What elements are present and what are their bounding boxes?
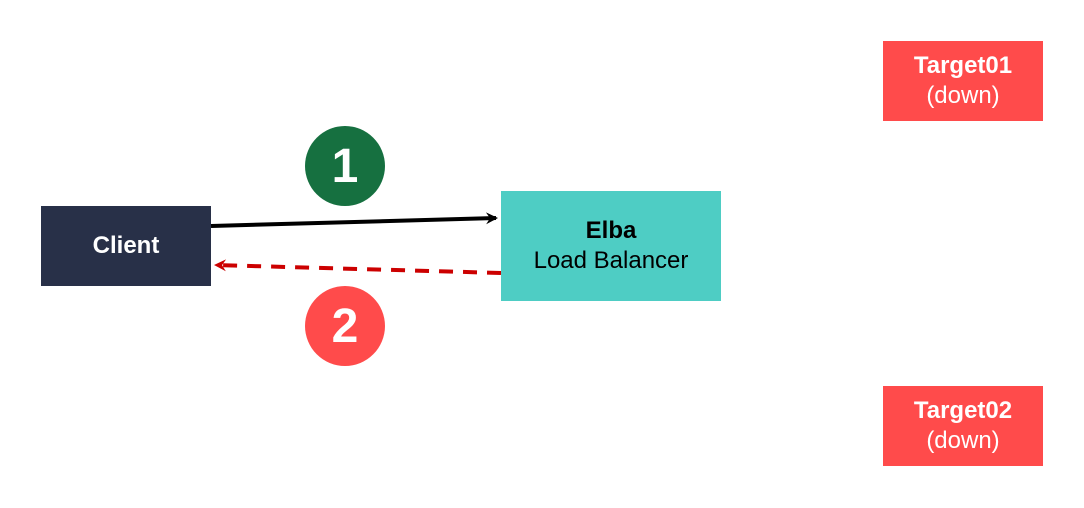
target01-node: Target01 (down) <box>883 41 1043 121</box>
client-node: Client <box>41 206 211 286</box>
step-1-badge: 1 <box>305 126 385 206</box>
request-arrow <box>210 212 498 228</box>
load-balancer-node: Elba Load Balancer <box>501 191 721 301</box>
step-1-number: 1 <box>331 139 359 193</box>
target02-title: Target02 <box>913 397 1013 424</box>
step-2-number: 2 <box>331 299 359 353</box>
target01-title: Target01 <box>913 52 1013 79</box>
response-arrow <box>214 259 502 275</box>
client-label: Client <box>92 232 160 259</box>
target02-node: Target02 (down) <box>883 386 1043 466</box>
load-balancer-title: Elba <box>585 217 637 244</box>
load-balancer-subtitle: Load Balancer <box>533 247 689 274</box>
target01-status: (down) <box>926 82 1000 109</box>
step-2-badge: 2 <box>305 286 385 366</box>
target02-status: (down) <box>926 427 1000 454</box>
